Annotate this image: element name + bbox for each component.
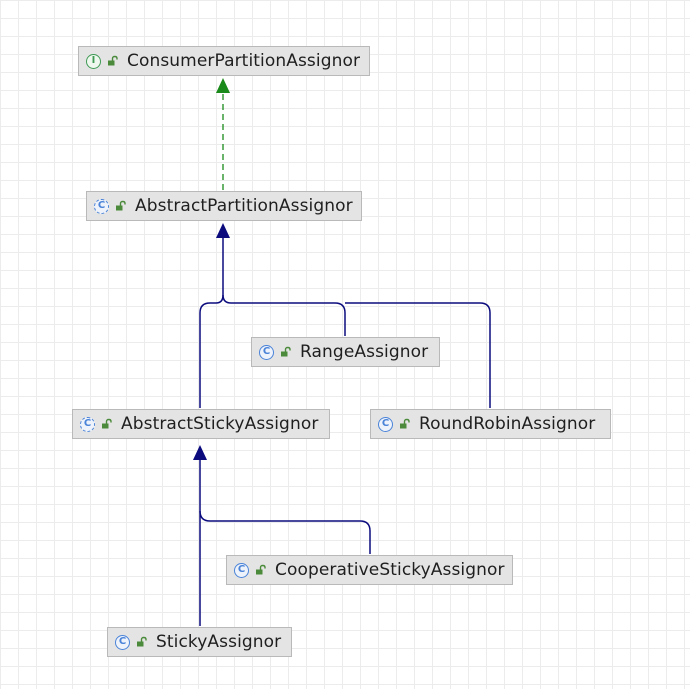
- implements-arrowhead: [216, 78, 230, 93]
- node-label: RoundRobinAssignor: [419, 414, 596, 434]
- node-label: AbstractStickyAssignor: [121, 414, 319, 434]
- node-label: AbstractPartitionAssignor: [135, 196, 353, 216]
- class-icon: C: [259, 344, 274, 360]
- extends-arrowhead-abstract-sticky: [193, 445, 207, 460]
- edge-range-to-abstract-partition: [222, 294, 346, 336]
- node-abstract-partition-assignor[interactable]: C AbstractPartitionAssignor: [86, 191, 362, 221]
- extends-arrowhead-abstract-partition: [216, 223, 230, 238]
- node-label: StickyAssignor: [156, 632, 282, 652]
- public-access-icon: [108, 55, 118, 66]
- public-access-icon: [400, 418, 410, 429]
- public-access-icon: [281, 346, 291, 357]
- node-cooperative-sticky-assignor[interactable]: C CooperativeStickyAssignor: [226, 555, 513, 585]
- edge-abstract-sticky-to-abstract-partition: [199, 238, 224, 408]
- class-icon: C: [234, 562, 249, 578]
- node-label: ConsumerPartitionAssignor: [127, 51, 361, 71]
- abstract-class-icon: C: [94, 198, 109, 214]
- interface-icon: I: [86, 53, 101, 69]
- public-access-icon: [256, 564, 266, 575]
- node-sticky-assignor[interactable]: C StickyAssignor: [107, 627, 292, 657]
- class-icon: C: [378, 416, 393, 432]
- class-icon: C: [115, 634, 130, 650]
- node-range-assignor[interactable]: C RangeAssignor: [251, 337, 440, 367]
- node-abstract-sticky-assignor[interactable]: C AbstractStickyAssignor: [72, 409, 330, 439]
- edge-cooperative-sticky-to-abstract-sticky: [199, 510, 371, 554]
- public-access-icon: [102, 418, 112, 429]
- node-consumer-partition-assignor[interactable]: I ConsumerPartitionAssignor: [78, 46, 370, 76]
- node-round-robin-assignor[interactable]: C RoundRobinAssignor: [370, 409, 611, 439]
- edge-round-robin-to-abstract-partition: [345, 302, 491, 408]
- node-label: RangeAssignor: [300, 342, 429, 362]
- public-access-icon: [116, 200, 126, 211]
- public-access-icon: [137, 636, 147, 647]
- node-label: CooperativeStickyAssignor: [275, 560, 505, 580]
- abstract-class-icon: C: [80, 416, 95, 432]
